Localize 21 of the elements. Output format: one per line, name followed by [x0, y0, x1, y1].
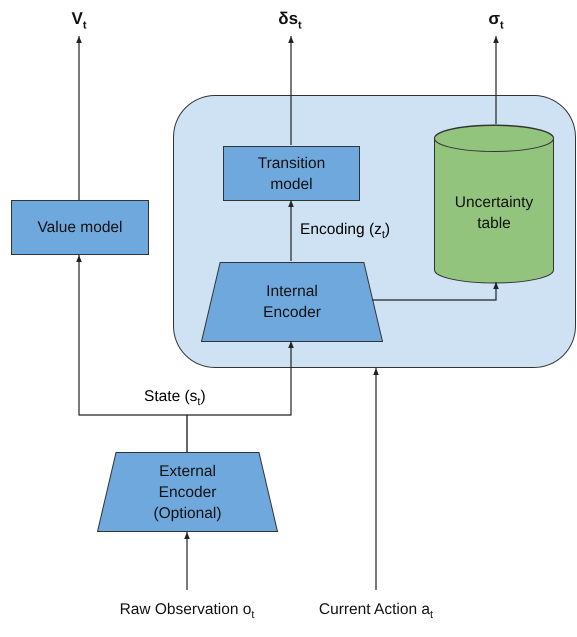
output-label: Raw Observation o$_{t}$ — [120, 600, 254, 624]
arrow — [76, 36, 82, 200]
arrow — [288, 36, 294, 145]
output-label: δs$_{t}$ — [278, 8, 302, 34]
process-box — [11, 200, 149, 255]
box-label: Uncertainty table — [454, 193, 534, 234]
arrow — [288, 200, 294, 261]
box-label: External Encoder (Optional) — [152, 462, 223, 524]
process-box — [223, 146, 360, 201]
arrow — [186, 341, 294, 452]
box-label: Internal Encoder — [262, 282, 322, 323]
output-label: Current Action a$_{t}$ — [318, 600, 434, 624]
output-label: σ$_{t}$ — [488, 8, 504, 34]
arrow — [372, 282, 499, 301]
group-panel — [173, 95, 576, 368]
arrow — [373, 368, 379, 590]
arrow — [493, 36, 499, 124]
box-label: Value model — [37, 218, 122, 238]
arrow — [184, 532, 190, 590]
box-label: Transition model — [256, 154, 326, 194]
output-label: V$_{t}$ — [71, 8, 86, 34]
